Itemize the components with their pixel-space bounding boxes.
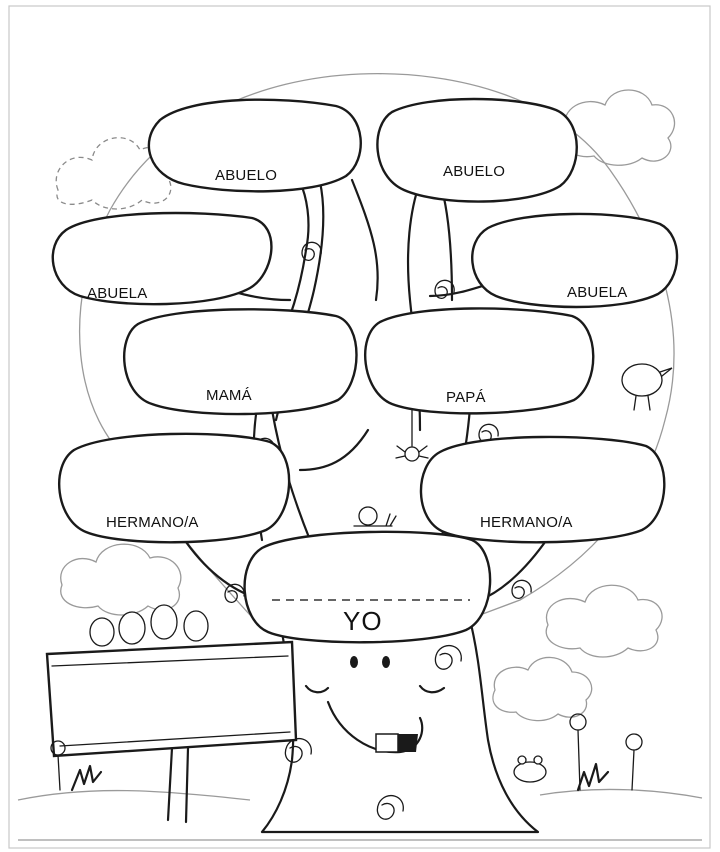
page-border <box>8 5 711 849</box>
ground-line <box>17 788 703 841</box>
tree-canopy <box>79 72 675 616</box>
label-sibling-left: HERMANO/A <box>106 514 199 531</box>
label-sibling-right: HERMANO/A <box>480 514 573 531</box>
cloud-bottom-left <box>60 543 182 616</box>
label-mother: MAMÁ <box>206 387 252 404</box>
bubble-mother <box>123 308 358 416</box>
snail <box>353 506 397 527</box>
bird-right <box>621 363 673 411</box>
label-self: YO <box>343 606 383 636</box>
bubble-grandfather-left <box>147 98 362 193</box>
bubble-grandfather-right <box>376 97 578 203</box>
bubble-sibling-left <box>58 432 291 544</box>
label-grandmother-right: ABUELA <box>567 284 628 301</box>
bubble-grandmother-right <box>471 212 679 309</box>
birds-on-sign <box>89 604 209 647</box>
label-father: PAPÁ <box>446 389 486 406</box>
grass-tufts <box>70 762 610 792</box>
spider <box>395 405 429 462</box>
label-grandfather-right: ABUELO <box>443 163 506 180</box>
bubble-sibling-right <box>419 435 666 544</box>
bubble-father <box>364 307 595 415</box>
bubble-grandmother-left <box>51 211 273 306</box>
label-grandmother-left: ABUELA <box>87 285 148 302</box>
flowers <box>50 713 643 791</box>
bubble-self <box>243 530 492 644</box>
frog <box>513 755 547 783</box>
trunk-face <box>304 656 446 754</box>
cloud-left <box>55 137 172 210</box>
cloud-bottom-right <box>492 584 663 722</box>
label-grandfather-left: ABUELO <box>215 167 278 184</box>
wooden-sign <box>45 640 298 824</box>
cloud-top-right <box>562 89 676 166</box>
